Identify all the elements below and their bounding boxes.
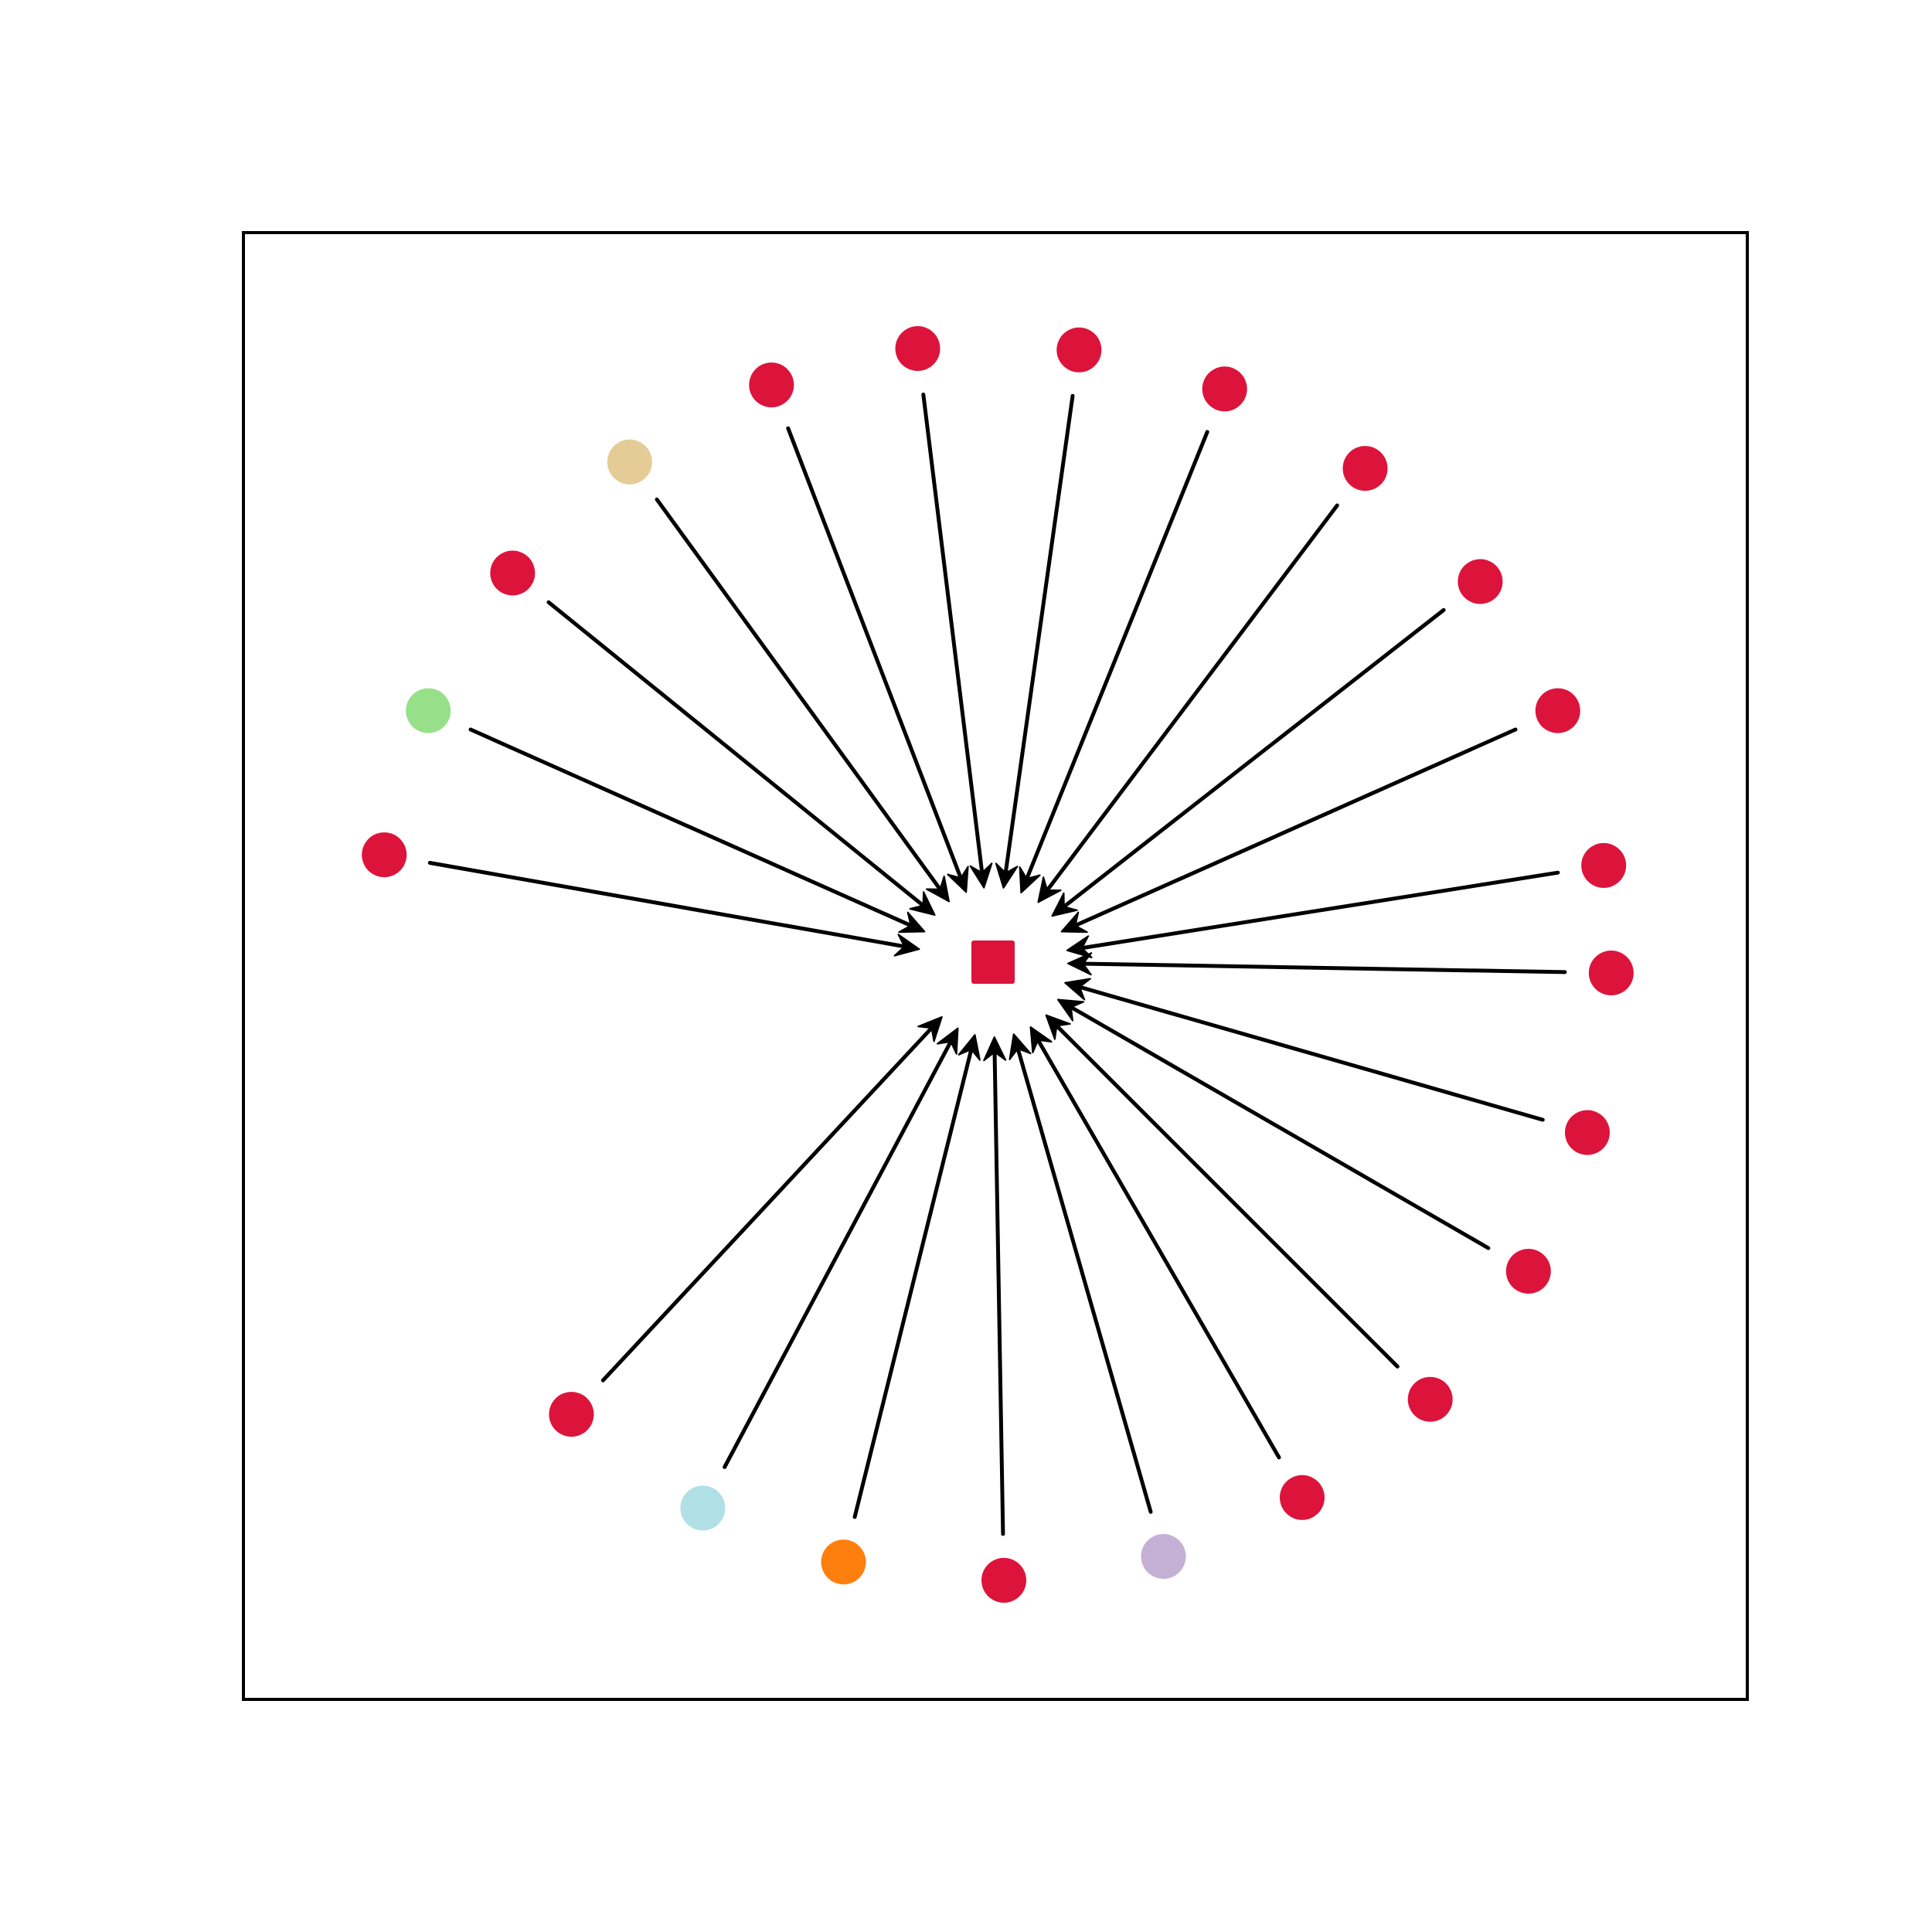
- leaf-node-n22: [1581, 842, 1627, 888]
- leaf-node-n20: [1458, 559, 1503, 604]
- arrowhead-n6: [1009, 1033, 1032, 1060]
- arrowhead-n15: [947, 866, 969, 893]
- edge-n3-to-hub: [1068, 1005, 1491, 1250]
- edge-n5-to-hub: [1036, 1037, 1281, 1460]
- edge-n1-to-hub: [1080, 961, 1567, 975]
- leaf-node-n7: [981, 1557, 1026, 1603]
- node-layer: [362, 326, 1634, 1603]
- edge-n20-to-hub: [1061, 607, 1446, 910]
- edge-n4-to-hub: [1053, 1022, 1400, 1369]
- edge-n16-to-hub: [921, 393, 985, 876]
- leaf-node-n11: [362, 832, 407, 878]
- leaf-node-n9: [680, 1485, 726, 1531]
- arrowhead-n22: [1066, 935, 1093, 958]
- arrowhead-n17: [995, 862, 1019, 889]
- leaf-node-n5: [1280, 1475, 1325, 1520]
- leaf-node-n3: [1505, 1249, 1551, 1294]
- leaf-node-n21: [1535, 688, 1580, 733]
- arrowhead-n5: [1029, 1026, 1053, 1053]
- edge-n6-to-hub: [1015, 1046, 1153, 1514]
- arrowhead-n21: [1060, 911, 1088, 934]
- arrowhead-n2: [1064, 978, 1091, 1001]
- arrowhead-n11: [893, 934, 920, 957]
- arrowhead-n4: [1045, 1014, 1071, 1040]
- arrowhead-n7: [983, 1036, 1007, 1062]
- leaf-node-n4: [1407, 1376, 1453, 1422]
- arrowhead-n13: [909, 891, 936, 916]
- arrowhead-n14: [926, 876, 950, 903]
- edge-n12-to-hub: [468, 727, 914, 928]
- arrowhead-n12: [898, 911, 926, 934]
- leaf-node-n8: [821, 1539, 866, 1585]
- plot-frame: [242, 231, 1749, 1701]
- edge-n13-to-hub: [546, 600, 927, 909]
- edge-n15-to-hub: [786, 426, 964, 882]
- leaf-node-n14: [607, 439, 652, 485]
- leaf-node-n12: [406, 688, 451, 733]
- leaf-node-n17: [1056, 327, 1102, 372]
- leaf-node-n19: [1342, 446, 1388, 492]
- arrowhead-n8: [957, 1034, 981, 1061]
- arrowhead-n3: [1057, 998, 1084, 1022]
- arrowhead-n1: [1067, 952, 1093, 976]
- edge-n2-to-hub: [1077, 985, 1545, 1122]
- arrowhead-n10: [917, 1015, 943, 1043]
- edge-n18-to-hub: [1024, 430, 1209, 882]
- arrowhead-n18: [1019, 866, 1041, 894]
- arrowhead-layer: [893, 862, 1093, 1062]
- edge-n8-to-hub: [852, 1046, 974, 1519]
- arrowhead-n16: [969, 862, 993, 889]
- edge-n10-to-hub: [600, 1025, 935, 1383]
- edge-n11-to-hub: [427, 861, 908, 949]
- leaf-node-n18: [1202, 366, 1247, 412]
- arrowhead-n20: [1051, 892, 1078, 917]
- edge-n22-to-hub: [1079, 870, 1560, 951]
- edge-n9-to-hub: [723, 1039, 954, 1469]
- leaf-node-n16: [895, 326, 940, 371]
- edge-n17-to-hub: [1003, 393, 1075, 876]
- leaf-node-n6: [1141, 1534, 1186, 1579]
- edge-layer: [427, 393, 1567, 1536]
- edge-n7-to-hub: [992, 1049, 1005, 1536]
- leaf-node-n15: [749, 362, 794, 408]
- arrowhead-n9: [937, 1027, 959, 1055]
- edge-n21-to-hub: [1072, 727, 1518, 928]
- hub-node: [971, 940, 1015, 984]
- leaf-node-n13: [490, 550, 536, 596]
- leaf-node-n2: [1565, 1110, 1610, 1155]
- edge-n19-to-hub: [1044, 503, 1339, 893]
- arrowhead-n19: [1037, 876, 1062, 903]
- leaf-node-n1: [1588, 951, 1634, 995]
- edge-n14-to-hub: [655, 497, 943, 893]
- leaf-node-n10: [549, 1392, 594, 1437]
